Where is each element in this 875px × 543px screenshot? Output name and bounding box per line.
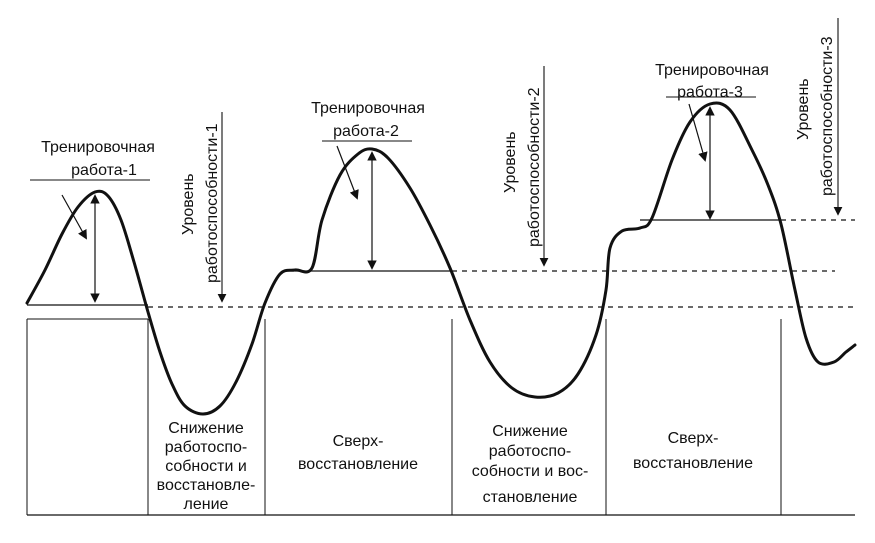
work2-label-line2: работа-2 — [333, 123, 399, 140]
phase1-label-line3: собности и — [165, 458, 247, 475]
work1-label-line2: работа-1 — [71, 162, 137, 179]
phase3-label-line4: становление — [483, 489, 578, 506]
phase1-label-line1: Снижение — [168, 420, 244, 437]
work1-label-line1: Тренировочная — [41, 139, 155, 156]
level3-label-line2: работоспособности-3 — [819, 36, 836, 196]
level3-label-line1: Уровень — [795, 78, 812, 140]
level1-label-line2: работоспособности-1 — [204, 123, 221, 283]
level2-label-line1: Уровень — [502, 131, 519, 193]
peak-arrows — [90, 106, 715, 303]
phase1-label-line2: работоспо- — [165, 439, 247, 456]
work3-label-line1: Тренировочная — [655, 62, 769, 79]
phase1-label-line4: восстановле- — [157, 477, 256, 494]
level1-label-line1: Уровень — [180, 173, 197, 235]
phase3-label-line3: собности и вос- — [472, 463, 589, 480]
level2-label-line2: работоспособности-2 — [526, 87, 543, 247]
work3-pointer-arrow — [688, 103, 708, 162]
phase2-label-line1: Сверх- — [333, 433, 384, 450]
phase2-label-line2: восстановление — [298, 456, 418, 473]
work2-label-line1: Тренировочная — [311, 100, 425, 117]
work1-pointer-arrow — [61, 194, 87, 240]
block-dividers — [26, 319, 782, 515]
performance-curve — [25, 101, 857, 416]
phase4-label-line2: восстановление — [633, 455, 753, 472]
phase1-label-line5: ление — [184, 496, 229, 513]
work3-label-line2: работа-3 — [677, 84, 743, 101]
phase4-label-line1: Сверх- — [668, 430, 719, 447]
phase3-label-line1: Снижение — [492, 423, 568, 440]
phase3-label-line2: работоспо- — [489, 443, 571, 460]
work2-pointer-arrow — [336, 145, 359, 200]
